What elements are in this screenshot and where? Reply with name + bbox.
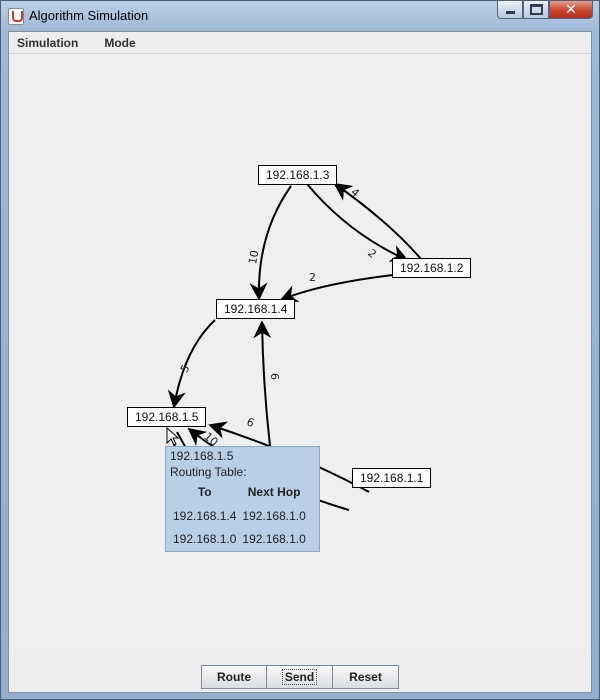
menu-bar: Simulation Mode	[9, 32, 591, 54]
minimize-button[interactable]	[497, 1, 523, 19]
edge-2-to-4	[279, 274, 394, 303]
node-192-168-1-1[interactable]: 192.168.1.1	[352, 468, 432, 488]
routing-table-tooltip: 192.168.1.5 Routing Table: To Next Hop 1…	[165, 446, 320, 552]
menu-mode[interactable]: Mode	[104, 35, 136, 50]
tooltip-heading: Routing Table:	[170, 465, 247, 479]
edge-label: 6	[245, 415, 256, 430]
window-title: Algorithm Simulation	[29, 8, 149, 23]
edge-2-to-3	[333, 182, 422, 260]
close-icon: ✕	[565, 1, 577, 17]
node-192-168-1-4[interactable]: 192.168.1.4	[216, 299, 296, 319]
edge-label: 4	[348, 185, 362, 199]
node-192-168-1-5[interactable]: 192.168.1.5	[127, 407, 207, 427]
route-next-hop: 192.168.1.0	[242, 532, 306, 546]
send-button-label: Send	[281, 669, 318, 685]
edge-label: 2	[309, 271, 316, 284]
tooltip-node: 192.168.1.5	[170, 449, 234, 463]
route-destination: 192.168.1.4	[173, 509, 237, 523]
maximize-button[interactable]	[523, 1, 549, 19]
column-header-to: To	[197, 485, 212, 499]
menu-simulation[interactable]: Simulation	[17, 35, 79, 50]
graph-edges: 2 4 10 2 5 6 6 10	[167, 182, 422, 511]
routing-table: To Next Hop 192.168.1.4 192.168.1.0 192.…	[170, 483, 309, 551]
edge-3-to-2	[306, 183, 409, 262]
route-button[interactable]: Route	[201, 665, 267, 689]
edge-4-to-5	[167, 319, 216, 409]
minimize-icon	[505, 11, 515, 14]
edge-label: 2	[365, 246, 379, 260]
route-destination: 192.168.1.0	[173, 532, 237, 546]
table-row: 192.168.1.0 192.168.1.0	[170, 528, 309, 551]
table-row: 192.168.1.4 192.168.1.0	[170, 505, 309, 528]
send-button[interactable]: Send	[267, 665, 333, 689]
graph-canvas[interactable]: 2 4 10 2 5 6 6 10 192.168.1.3 192.168.1.…	[9, 54, 591, 654]
column-header-next-hop: Next Hop	[247, 485, 301, 499]
maximize-icon	[529, 4, 543, 15]
edge-1-to-4	[253, 320, 272, 447]
route-next-hop: 192.168.1.0	[242, 509, 306, 523]
window-controls: ✕	[497, 1, 593, 21]
edge-label: 6	[268, 373, 281, 380]
close-button[interactable]: ✕	[549, 1, 593, 19]
node-192-168-1-2[interactable]: 192.168.1.2	[392, 258, 472, 278]
reset-button[interactable]: Reset	[333, 665, 399, 689]
node-192-168-1-3[interactable]: 192.168.1.3	[258, 165, 338, 185]
client-area: Simulation Mode	[8, 31, 592, 693]
java-app-icon	[8, 8, 24, 25]
edge-label: 10	[246, 249, 261, 265]
edge-3-to-4	[249, 185, 292, 301]
title-bar[interactable]: Algorithm Simulation ✕	[1, 1, 599, 31]
mouse-pointer-icon	[166, 427, 180, 446]
action-buttons: Route Send Reset	[201, 665, 399, 689]
